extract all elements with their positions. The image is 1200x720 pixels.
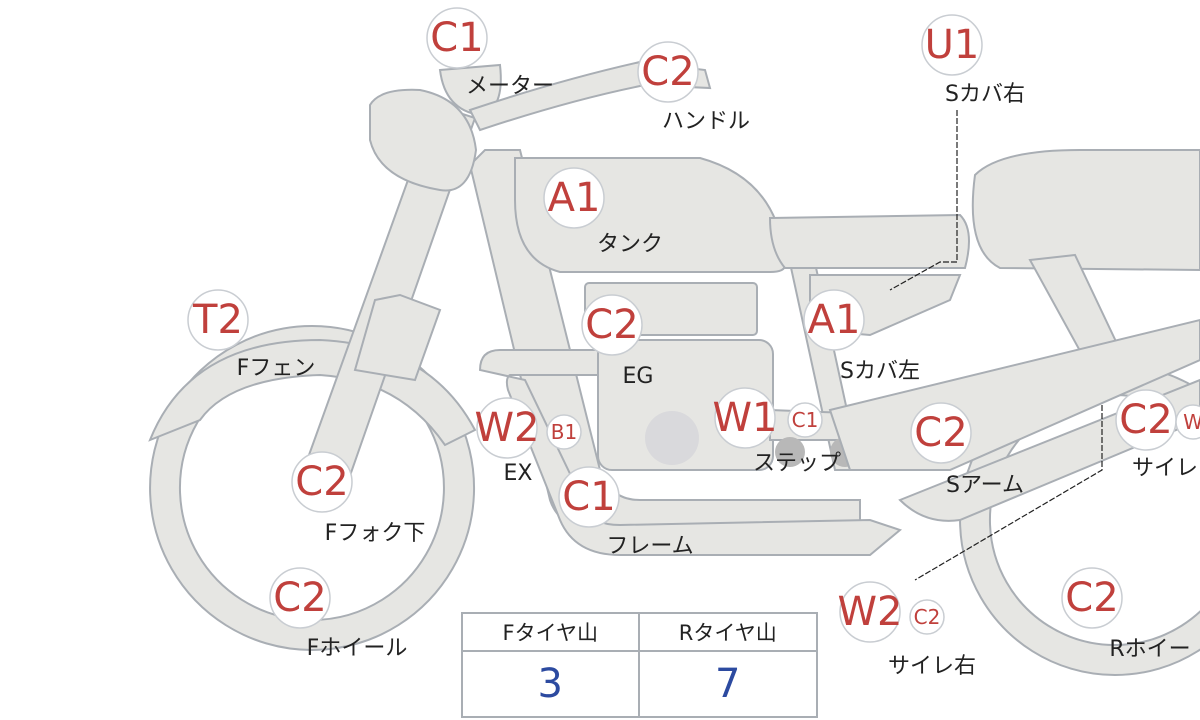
part-label: サイレ右 [888,654,976,679]
part-label: サイレ [1132,456,1198,481]
part-label: フレーム [606,534,693,559]
tire-tread-table: Fタイヤ山 Rタイヤ山 3 7 [461,612,818,718]
grade-badge [543,167,605,229]
part-label: Fフォク下 [325,521,426,546]
part-label: メーター [466,74,554,99]
grade-badge [291,451,353,513]
engine-cover [645,411,699,465]
grade-badge [426,7,488,69]
grade-badge [476,397,538,459]
fork-cover [353,293,442,382]
grade-badge [187,289,249,351]
grade-code: C2 [914,605,941,629]
part-label: Sカバ右 [945,82,1025,107]
part-label: Sアーム [946,473,1024,498]
marker-step: W1 C1 ステップ [713,387,841,476]
grade-code: C2 [585,302,638,348]
marker-muffler-right: W2 C2 サイレ右 [838,581,976,679]
grade-badge [803,289,865,351]
grade-code: W2 [838,589,903,635]
grade-badge [581,294,643,356]
part-label: タンク [597,232,663,257]
grade-badge [1061,567,1123,629]
part-label: ハンドル [662,109,750,134]
part-label: Sカバ左 [840,359,920,384]
grade-code: C2 [914,410,967,456]
grade-badge [909,599,945,635]
grade-badge [1175,404,1200,440]
footpeg [775,437,805,467]
part-label: EG [623,364,654,389]
marker-frame: C1 フレーム [558,466,694,559]
part-label: ステップ [753,451,841,476]
front-tire-header: Fタイヤ山 [463,614,640,652]
headlight [369,88,478,192]
grade-code: W1 [713,395,778,441]
part-label: Fホイール [307,636,408,661]
grade-code: C2 [1119,397,1172,443]
rear-cowl [971,149,1200,272]
grade-code: C2 [273,575,326,621]
grade-badge [637,41,699,103]
part-label: Rホイー [1109,637,1190,662]
grade-code: W2 [475,405,540,451]
grade-badge [921,14,983,76]
grade-badge [269,567,331,629]
grade-badge [546,414,582,450]
leader-line [914,405,1103,581]
grade-code: U1 [925,22,980,68]
seat [768,213,970,269]
front-tire-value: 3 [463,652,640,716]
grade-code: C1 [792,408,819,432]
grade-code: C2 [641,49,694,95]
part-label: EX [504,461,533,486]
grade-badge [787,402,823,438]
grade-code: C1 [430,15,483,61]
grade-badge [839,581,901,643]
grade-code: C2 [295,459,348,505]
leader-line [889,110,958,291]
grade-badge [714,387,776,449]
marker-muffler-left: C2 W サイレ [1115,389,1200,481]
rear-tire-header: Rタイヤ山 [639,614,816,652]
grade-code: T2 [192,297,243,343]
grade-badge [910,402,972,464]
grade-code: A1 [548,175,601,221]
grade-code: A1 [808,297,861,343]
marker-meter: C1 メーター [426,7,554,99]
grade-code: W [1183,410,1200,434]
grade-badge [558,466,620,528]
part-label: Fフェン [237,356,316,381]
marker-tank: A1 タンク [543,167,663,257]
grade-code: C2 [1065,575,1118,621]
grade-code: C1 [562,474,615,520]
grade-code: B1 [551,420,577,444]
rear-tire-value: 7 [715,661,741,707]
marker-handle: C2 ハンドル [637,41,750,134]
